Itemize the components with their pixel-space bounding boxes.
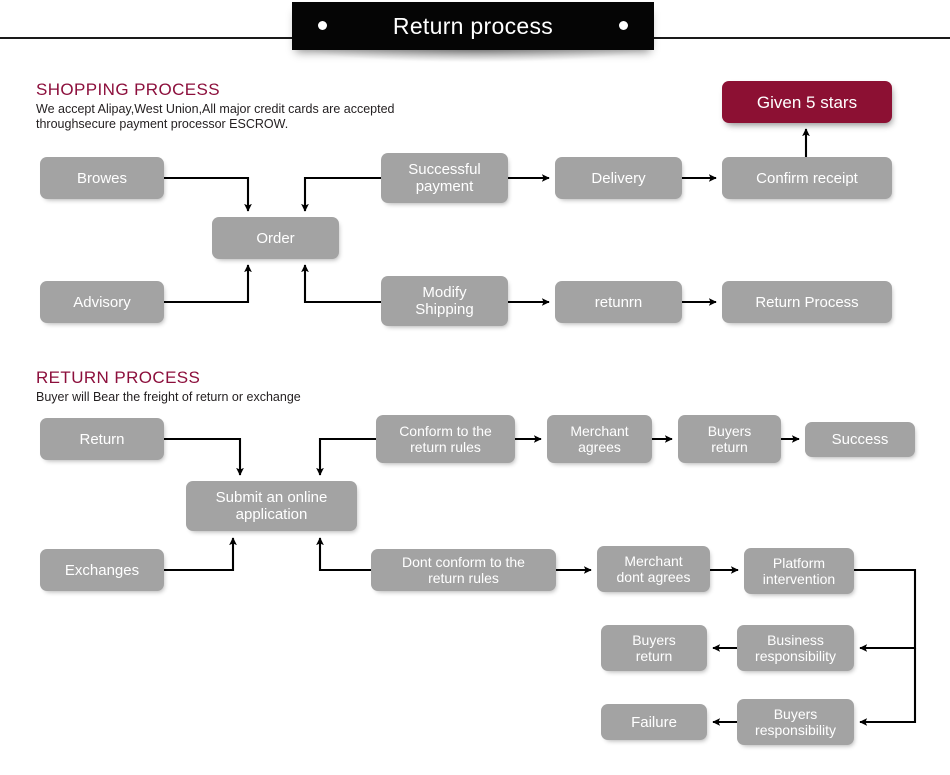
node-submit-an-online-application[interactable]: Submit an online application (186, 481, 357, 531)
banner-drop-shadow (310, 49, 640, 62)
node-browes[interactable]: Browes (40, 157, 164, 199)
wire-platform-intervention-to-business-responsibility (854, 568, 917, 652)
node-order[interactable]: Order (212, 217, 339, 259)
return-process-heading: RETURN PROCESS (36, 368, 201, 387)
wire-modify-shipping-to-order (301, 264, 381, 304)
node-conform-to-the-return-rules[interactable]: Conform to the return rules (376, 415, 515, 463)
node-modify-shipping[interactable]: Modify Shipping (381, 276, 508, 326)
bullet-dot-left-icon (318, 21, 327, 30)
wire-conform-rules-to-submit-application (316, 437, 376, 476)
wire-successful-payment-to-order (301, 176, 381, 212)
shopping-process-heading: SHOPPING PROCESS (36, 80, 220, 99)
node-delivery[interactable]: Delivery (555, 157, 682, 199)
page-title: Return process (392, 12, 554, 39)
node-failure[interactable]: Failure (601, 704, 707, 740)
node-platform-intervention[interactable]: Platform intervention (744, 548, 854, 594)
node-return-process[interactable]: Return Process (722, 281, 892, 323)
node-business-responsibility[interactable]: Business responsibility (737, 625, 854, 671)
node-merchant-dont-agrees[interactable]: Merchant dont agrees (597, 546, 710, 592)
node-buyers-responsibility[interactable]: Buyers responsibility (737, 699, 854, 745)
page-banner: Return process (292, 2, 654, 50)
node-buyers-return-top[interactable]: Buyers return (678, 415, 781, 463)
return-process-description: Buyer will Bear the freight of return or… (36, 390, 301, 404)
wire-return-to-submit-application (164, 437, 244, 476)
node-successful-payment[interactable]: Successful payment (381, 153, 508, 203)
wire-browes-to-order (164, 176, 252, 212)
node-retunrn[interactable]: retunrn (555, 281, 682, 323)
node-merchant-agrees[interactable]: Merchant agrees (547, 415, 652, 463)
node-confirm-receipt[interactable]: Confirm receipt (722, 157, 892, 199)
node-dont-conform-to-the-return-rules[interactable]: Dont conform to the return rules (371, 549, 556, 591)
node-exchanges[interactable]: Exchanges (40, 549, 164, 591)
shopping-process-description: We accept Alipay,West Union,All major cr… (36, 102, 395, 131)
bullet-dot-right-icon (619, 21, 628, 30)
node-given-5-stars[interactable]: Given 5 stars (722, 81, 892, 123)
wire-platform-intervention-to-buyers-responsibility (859, 648, 917, 726)
node-advisory[interactable]: Advisory (40, 281, 164, 323)
wire-dont-conform-rules-to-submit-application (316, 537, 371, 572)
node-buyers-return-bottom[interactable]: Buyers return (601, 625, 707, 671)
wire-advisory-to-order (164, 264, 252, 304)
node-success[interactable]: Success (805, 422, 915, 457)
node-return[interactable]: Return (40, 418, 164, 460)
wire-exchanges-to-submit-application (164, 537, 237, 572)
